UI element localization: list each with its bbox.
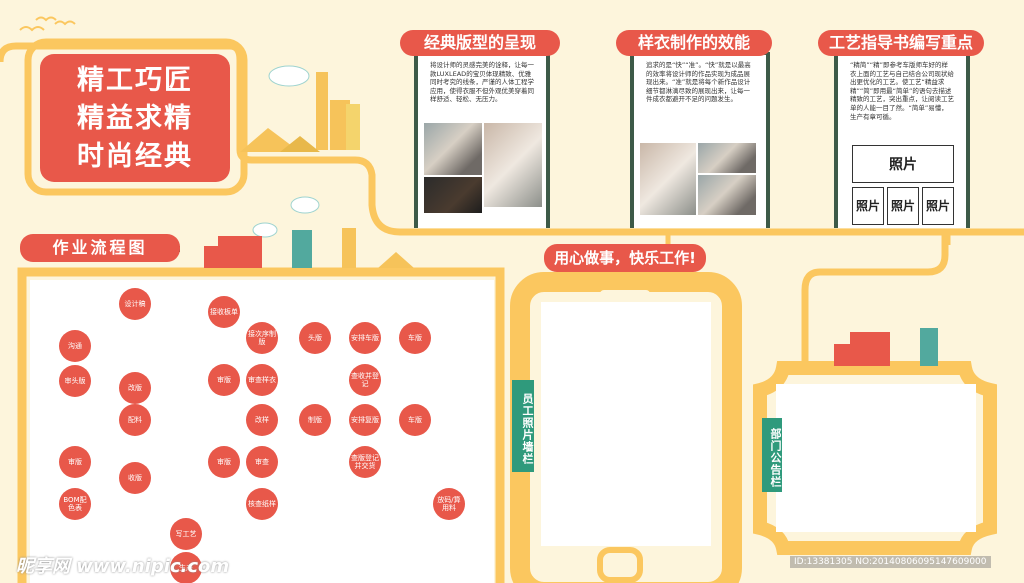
board-sample-photo-2 — [698, 143, 756, 173]
board-pattern-photo-2 — [484, 123, 542, 207]
flow-node: 车版 — [399, 322, 431, 354]
flow-node: 安排复版 — [349, 404, 381, 436]
flow-title: 作业流程图 — [20, 234, 180, 262]
photo-placeholder-large: 照片 — [852, 145, 954, 183]
flow-node: 车版 — [399, 404, 431, 436]
photo-wall-label: 员工照片墙栏 — [512, 380, 534, 472]
board-sample-title: 样衣制作的效能 — [616, 30, 772, 56]
watermark-right: ID:13381305 NO:20140806095147609000 — [790, 556, 991, 568]
photo-placeholder-small-3: 照片 — [922, 187, 954, 225]
flow-node: BOM配色表 — [59, 488, 91, 520]
photo-wall-area — [541, 302, 711, 546]
flow-node: 审版 — [208, 364, 240, 396]
slogan-banner: 用心做事，快乐工作! — [544, 244, 706, 272]
main-title-line-2: 精益求精 — [77, 103, 193, 134]
photo-placeholder-small-1: 照片 — [852, 187, 884, 225]
board-guide: “精简”“精”即参考车版师车好的样衣上面的工艺与自己结合公司现状给出更优化的工艺… — [834, 52, 970, 228]
flow-node: 配料 — [119, 404, 151, 436]
flow-node: 接次序制版 — [246, 322, 278, 354]
notice-board-area — [776, 384, 976, 532]
flow-node: 沟通 — [59, 330, 91, 362]
flow-node: 改版 — [119, 372, 151, 404]
board-pattern-text: 将设计师的灵感完美的诠释，让每一款LUXLEAD的宝贝体现精致、优雅同时考究的线… — [430, 61, 534, 104]
flow-node: 审查样衣 — [246, 364, 278, 396]
watermark-left: 昵享网 www.nipic.com — [16, 556, 230, 577]
main-title-box: 精工巧匠 精益求精 时尚经典 — [40, 54, 230, 182]
flow-node: 写工艺 — [170, 518, 202, 550]
flow-node: 头版 — [299, 322, 331, 354]
flow-node: 安排车版 — [349, 322, 381, 354]
flow-node: 审版 — [208, 446, 240, 478]
board-pattern: 将设计师的灵感完美的诠释，让每一款LUXLEAD的宝贝体现精致、优雅同时考究的线… — [414, 52, 550, 228]
main-title-line-3: 时尚经典 — [77, 141, 193, 172]
notice-board-label: 部门公告栏 — [762, 418, 782, 492]
board-guide-text: “精简”“精”即参考车版师车好的样衣上面的工艺与自己结合公司现状给出更优化的工艺… — [850, 61, 954, 121]
flow-node: 核查纸样 — [246, 488, 278, 520]
flow-node: 审头版 — [59, 365, 91, 397]
flow-node: 审查 — [246, 446, 278, 478]
photo-placeholder-small-2: 照片 — [887, 187, 919, 225]
board-pattern-photo-3 — [424, 177, 482, 213]
board-sample: 追求的是“快”“准”。“快”就是以最高的效率将设计师的作品实现为成品展现出来。“… — [630, 52, 770, 228]
flow-node: 查收并登记 — [349, 364, 381, 396]
board-pattern-title: 经典版型的呈现 — [400, 30, 560, 56]
flow-node: 接收板单 — [208, 296, 240, 328]
main-title-line-1: 精工巧匠 — [77, 65, 193, 96]
board-pattern-photo-1 — [424, 123, 482, 175]
board-guide-title: 工艺指导书编写重点 — [818, 30, 984, 56]
board-sample-text: 追求的是“快”“准”。“快”就是以最高的效率将设计师的作品实现为成品展现出来。“… — [646, 61, 751, 104]
flow-node: 制版 — [299, 404, 331, 436]
flow-node: 审版 — [59, 446, 91, 478]
flow-node: 收版 — [119, 462, 151, 494]
flow-node: 改样 — [246, 404, 278, 436]
board-sample-photo-1 — [640, 143, 696, 215]
flow-node: 生产 — [170, 552, 202, 583]
flow-node: 设计稿 — [119, 288, 151, 320]
flow-node: 放码/算用料 — [433, 488, 465, 520]
flow-node: 查版登记并交货 — [349, 446, 381, 478]
board-sample-photo-3 — [698, 175, 756, 215]
